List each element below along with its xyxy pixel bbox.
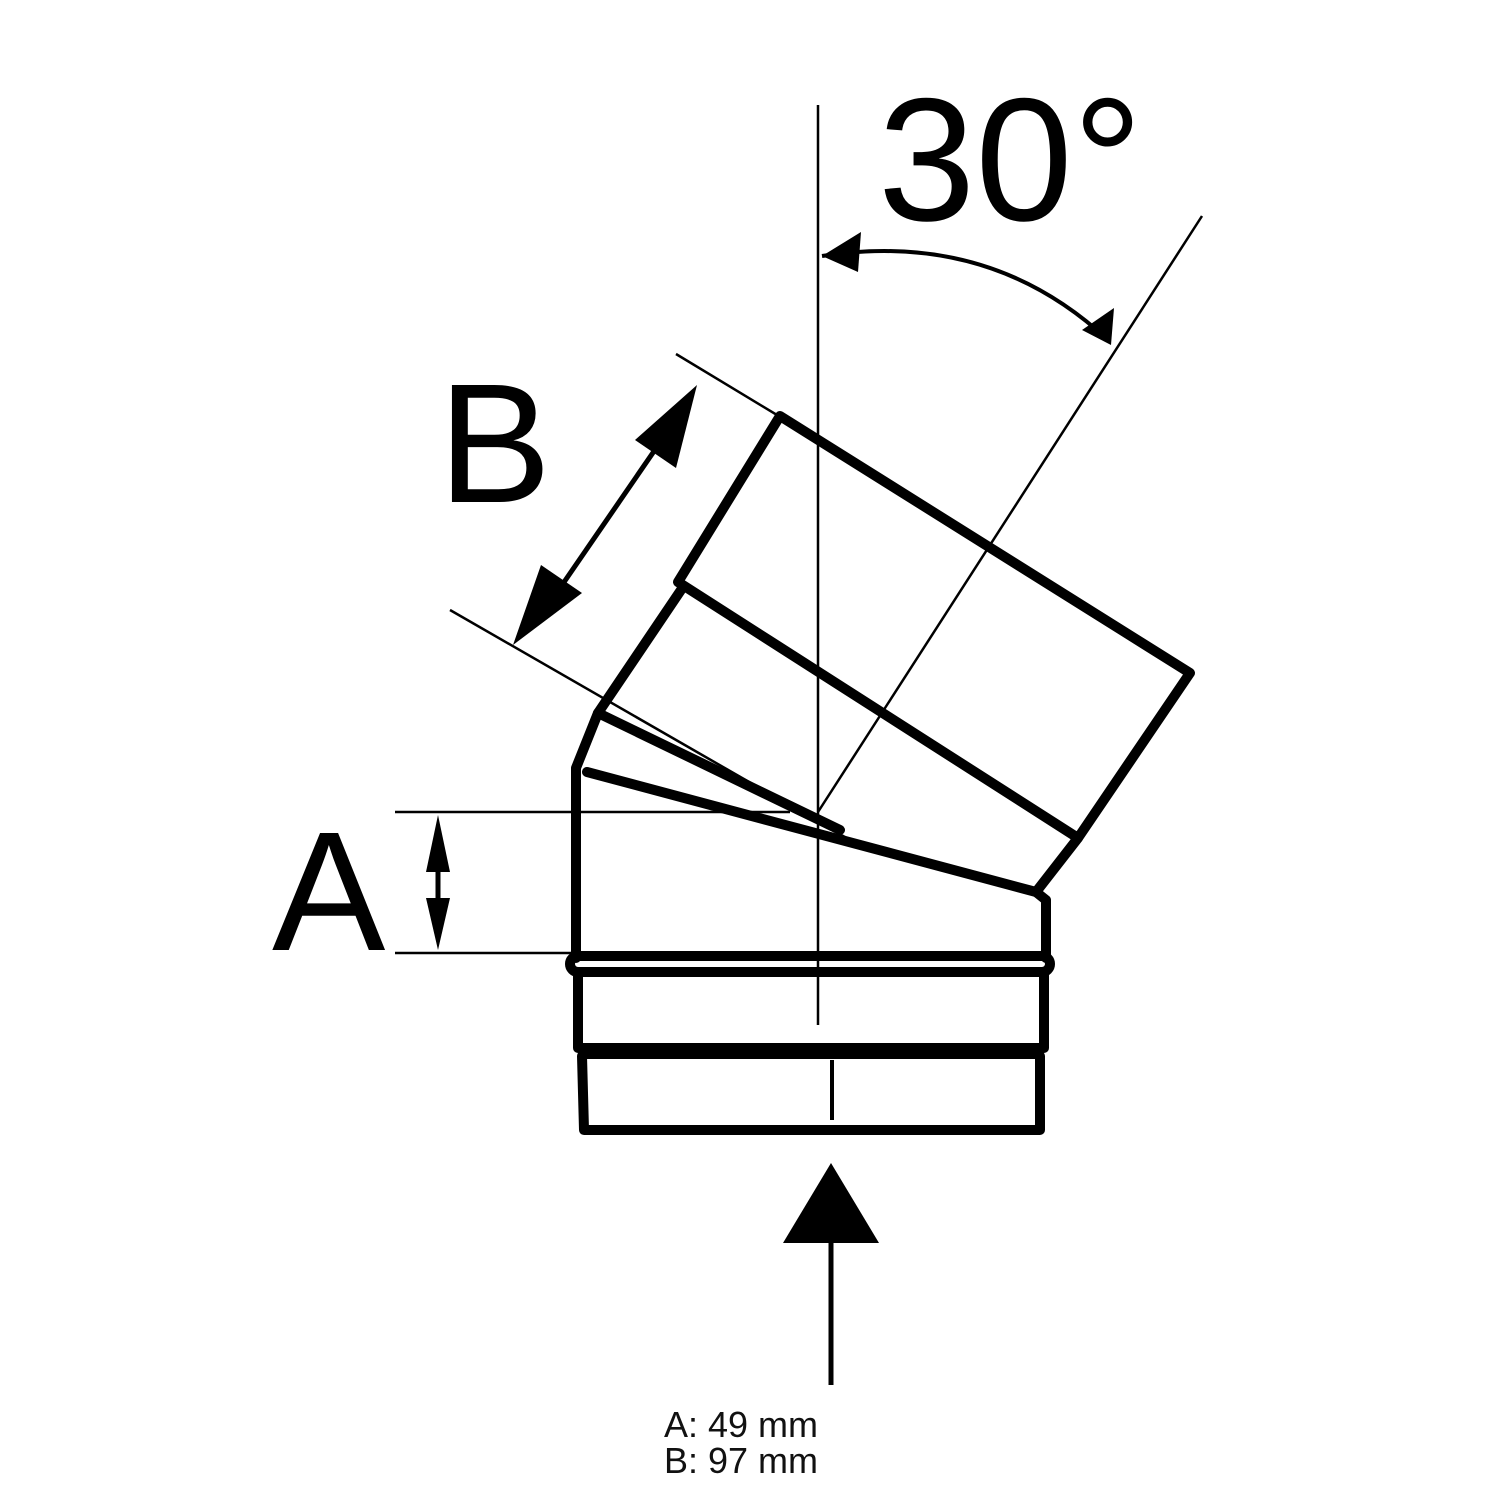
b-arrow-bottom — [513, 565, 582, 645]
dimension-a-caption: A: 49 mm — [664, 1404, 818, 1445]
b-label: B — [438, 349, 551, 539]
a-arrow-bottom — [426, 898, 450, 950]
angled-axis-line — [816, 215, 1204, 813]
middle-joint-line-2 — [582, 767, 1041, 897]
middle-joint-line-1 — [593, 708, 845, 835]
dimension-b-caption: B: 97 mm — [664, 1440, 818, 1481]
collar-band — [565, 951, 1055, 977]
lower-sleeve-sides — [573, 967, 1049, 1053]
middle-pipe-edge-right — [1031, 833, 1083, 963]
upper-pipe-segment — [673, 411, 1195, 843]
middle-pipe-edge-left — [571, 585, 686, 963]
angle-label: 30° — [878, 63, 1143, 258]
base-ring — [577, 1051, 1045, 1135]
flow-arrow-head — [783, 1163, 879, 1243]
a-arrow-top — [426, 815, 450, 872]
b-extension-line-top — [675, 352, 783, 420]
a-label: A — [272, 797, 386, 987]
b-arrow-top — [635, 385, 697, 468]
angle-arc-arrow-right — [1082, 308, 1114, 345]
angle-arc-arrow-left — [822, 232, 861, 272]
angle-arc — [821, 249, 1110, 342]
elbow-pipe — [565, 411, 1195, 1135]
